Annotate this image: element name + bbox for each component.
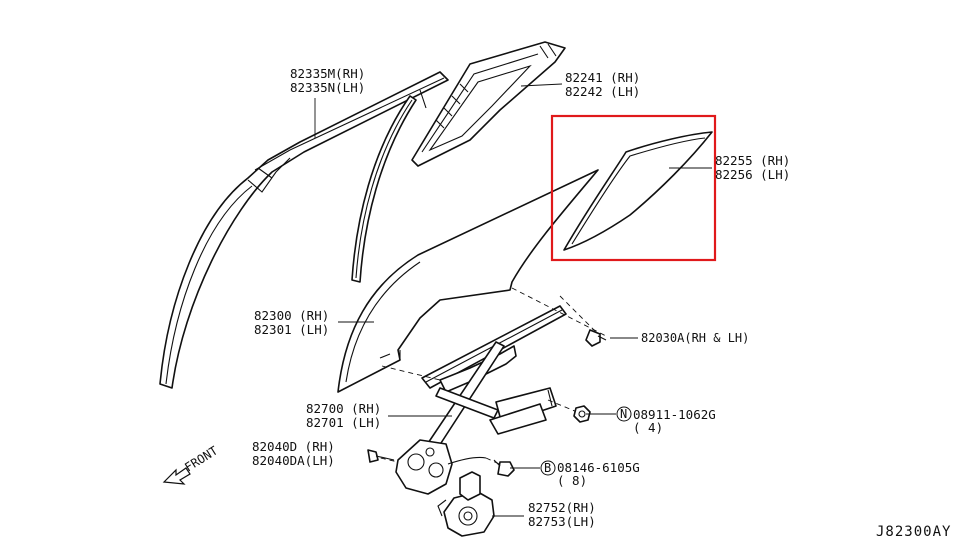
label-bolt-number: 08146-6105G <box>557 460 640 475</box>
label-regulator-bolt-rh: 82040D (RH) <box>252 439 335 454</box>
nut-part[interactable] <box>573 405 591 423</box>
label-motor-lh: 82753(LH) <box>528 514 596 529</box>
svg-text:B: B <box>544 461 551 475</box>
label-quarter-glass-rh: 82255 (RH) <box>715 153 790 168</box>
label-regulator-rh: 82700 (RH) <box>306 401 381 416</box>
svg-text:N: N <box>620 407 627 421</box>
sash-moulding-part[interactable] <box>159 71 449 389</box>
quarter-glass-part[interactable] <box>563 131 713 251</box>
door-glass-part[interactable] <box>337 169 599 393</box>
label-regulator-bolt-lh: 82040DA(LH) <box>252 453 335 468</box>
highlight-box <box>550 114 717 262</box>
front-arrow-icon <box>162 467 191 485</box>
label-door-glass-rh: 82300 (RH) <box>254 308 329 323</box>
label-bolt-qty: ( 8) <box>557 473 587 488</box>
label-door-glass-lh: 82301 (LH) <box>254 322 329 337</box>
nut-symbol: N <box>616 406 632 422</box>
label-quarter-seal-rh: 82241 (RH) <box>565 70 640 85</box>
front-direction-indicator: FRONT <box>162 444 220 485</box>
label-sash-lh: 82335N(LH) <box>290 80 365 95</box>
bolt-part[interactable] <box>493 459 515 477</box>
label-glass-bolt: 82030A(RH & LH) <box>641 331 749 345</box>
label-regulator-lh: 82701 (LH) <box>306 415 381 430</box>
label-sash-rh: 82335M(RH) <box>290 66 365 81</box>
label-quarter-seal-lh: 82242 (LH) <box>565 84 640 99</box>
bolt-symbol: B <box>540 460 556 476</box>
label-motor-rh: 82752(RH) <box>528 500 596 515</box>
leader-lines <box>314 83 712 517</box>
label-quarter-glass-lh: 82256 (LH) <box>715 167 790 182</box>
diagram-reference-code: J82300AY <box>876 524 951 540</box>
label-nut-number: 08911-1062G <box>633 407 716 422</box>
glass-run-part[interactable] <box>351 95 417 283</box>
regulator-part[interactable] <box>395 305 567 495</box>
label-nut-qty: ( 4) <box>633 420 663 435</box>
quarter-seal-part[interactable] <box>411 41 566 167</box>
glass-bolt-part[interactable] <box>585 329 607 347</box>
regulator-bolt-part[interactable] <box>367 449 395 463</box>
front-label: FRONT <box>182 444 220 475</box>
